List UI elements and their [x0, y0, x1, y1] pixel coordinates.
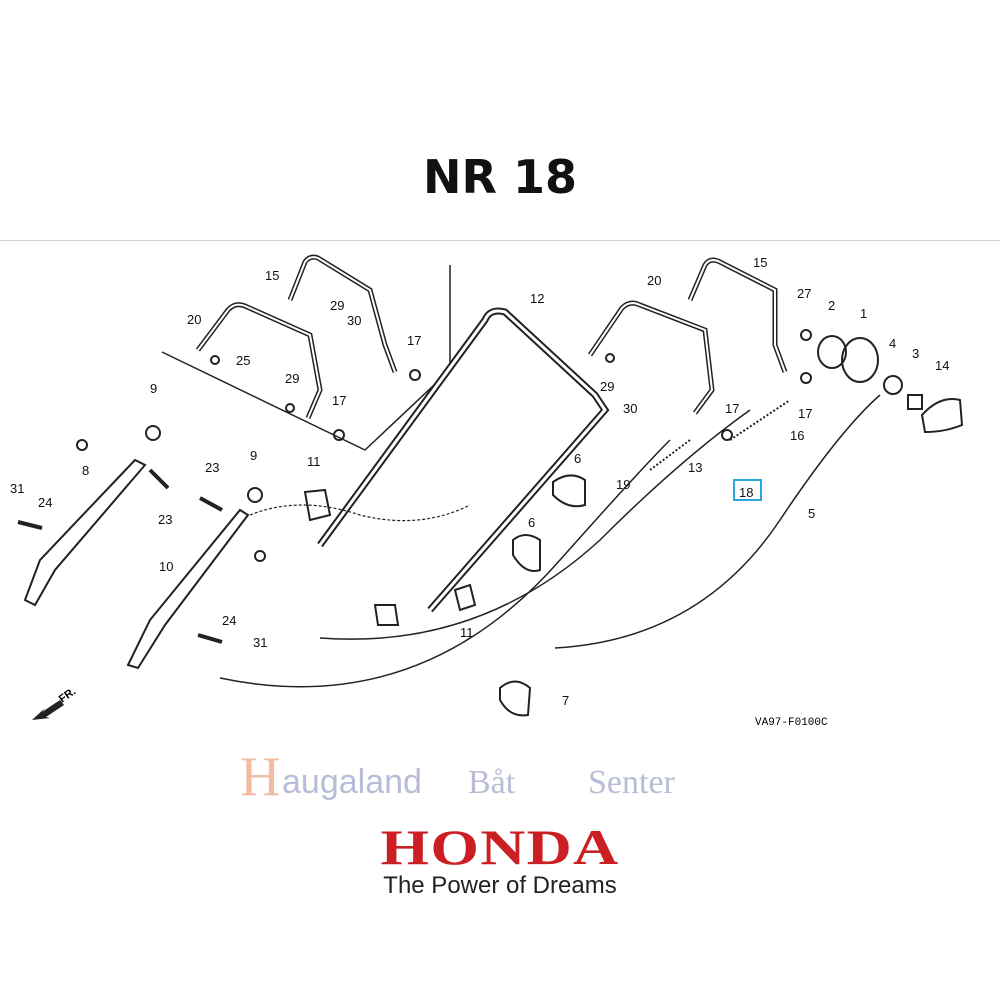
callout-17: 17 — [798, 406, 812, 421]
callout-13: 13 — [688, 460, 702, 475]
callout-24: 24 — [222, 613, 236, 628]
callout-10: 10 — [159, 559, 173, 574]
honda-logo: HONDA — [380, 819, 620, 875]
callout-19: 19 — [616, 477, 630, 492]
callout-6: 6 — [528, 515, 535, 530]
callout-31: 31 — [10, 481, 24, 496]
callout-9: 9 — [250, 448, 257, 463]
callout-25: 25 — [236, 353, 250, 368]
callout-2: 2 — [828, 298, 835, 313]
callout-18: 18 — [739, 485, 753, 500]
callout-23: 23 — [205, 460, 219, 475]
callout-1: 1 — [860, 306, 867, 321]
callout-17: 17 — [725, 401, 739, 416]
svg-text:H: H — [240, 746, 280, 808]
svg-text:Senter: Senter — [588, 764, 676, 801]
callout-15: 15 — [265, 268, 279, 283]
svg-text:Båt: Båt — [468, 764, 516, 801]
callout-4: 4 — [889, 336, 896, 351]
callout-20: 20 — [187, 312, 201, 327]
callout-14: 14 — [935, 358, 949, 373]
brand-tagline: The Power of Dreams — [383, 872, 617, 899]
callout-29: 29 — [285, 371, 299, 386]
callout-30: 30 — [623, 401, 637, 416]
parts-drawing — [17, 254, 964, 717]
callout-24: 24 — [38, 495, 52, 510]
callout-17: 17 — [407, 333, 421, 348]
callout-16: 16 — [790, 428, 804, 443]
callout-29: 29 — [600, 379, 614, 394]
svg-text:augaland: augaland — [282, 763, 422, 801]
callout-11: 11 — [307, 454, 321, 469]
callout-6: 6 — [574, 451, 581, 466]
divider — [0, 240, 1000, 241]
callout-8: 8 — [82, 463, 89, 478]
callout-27: 27 — [797, 286, 811, 301]
callout-11: 11 — [460, 625, 474, 640]
callout-7: 7 — [562, 693, 569, 708]
callout-12: 12 — [530, 291, 544, 306]
callout-20: 20 — [647, 273, 661, 288]
callout-29: 29 — [330, 298, 344, 313]
callout-5: 5 — [808, 506, 815, 521]
callout-15: 15 — [753, 255, 767, 270]
callout-17: 17 — [332, 393, 346, 408]
callout-30: 30 — [347, 313, 361, 328]
callout-31: 31 — [253, 635, 267, 650]
highlight-box — [733, 479, 762, 501]
callout-9: 9 — [150, 381, 157, 396]
callout-3: 3 — [912, 346, 919, 361]
page-title: NR 18 — [423, 150, 577, 204]
callout-23: 23 — [158, 512, 172, 527]
watermark: H augaland Båt Senter — [240, 746, 676, 808]
front-arrow: FR. — [32, 685, 78, 720]
diagram-code: VA97-F0100C — [755, 717, 828, 729]
